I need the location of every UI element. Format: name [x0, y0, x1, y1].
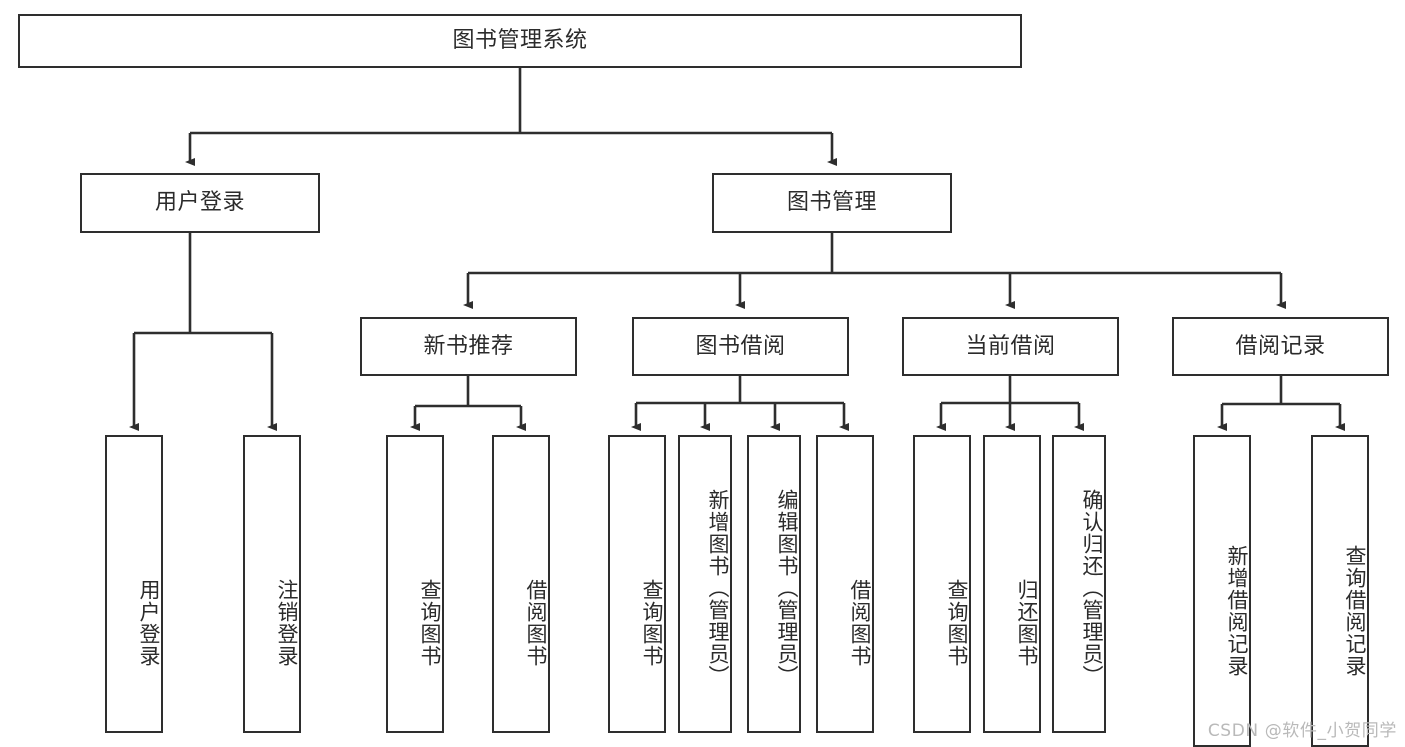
node-label: 图书借阅 [695, 333, 786, 359]
node-leaf-user-logout[interactable]: 注销登录 [243, 435, 301, 733]
node-leaf-confirm-return-admin[interactable]: 确认归还（管理员） [1052, 435, 1106, 733]
node-label: 借阅图书 [524, 579, 548, 667]
node-label: 注销登录 [275, 579, 299, 667]
node-label: 编辑图书（管理员） [775, 489, 799, 687]
node-root-book-management-system[interactable]: 图书管理系统 [18, 14, 1022, 68]
node-label: 用户登录 [154, 190, 245, 216]
node-label: 新增借阅记录 [1225, 545, 1249, 677]
node-leaf-user-login[interactable]: 用户登录 [105, 435, 163, 733]
node-leaf-return-book[interactable]: 归还图书 [983, 435, 1041, 733]
node-label: 借阅图书 [848, 579, 872, 667]
csdn-watermark: CSDN @软件_小贺同学 [1207, 721, 1397, 741]
node-leaf-query-book-borrow[interactable]: 查询图书 [608, 435, 666, 733]
node-leaf-borrow-book[interactable]: 借阅图书 [816, 435, 874, 733]
node-label: 新书推荐 [423, 333, 514, 359]
node-book-borrow[interactable]: 图书借阅 [632, 317, 849, 376]
node-leaf-add-borrow-record[interactable]: 新增借阅记录 [1193, 435, 1251, 747]
node-label: 图书管理 [786, 190, 877, 216]
node-book-management[interactable]: 图书管理 [712, 173, 952, 233]
node-label: 归还图书 [1015, 579, 1039, 667]
node-user-login[interactable]: 用户登录 [80, 173, 320, 233]
node-leaf-borrow-book-newbook[interactable]: 借阅图书 [492, 435, 550, 733]
node-leaf-query-book-current[interactable]: 查询图书 [913, 435, 971, 733]
node-label: 查询图书 [640, 579, 664, 667]
node-label: 用户登录 [137, 579, 161, 667]
node-leaf-add-book-admin[interactable]: 新增图书（管理员） [678, 435, 732, 733]
node-leaf-query-borrow-record[interactable]: 查询借阅记录 [1311, 435, 1369, 747]
node-leaf-edit-book-admin[interactable]: 编辑图书（管理员） [747, 435, 801, 733]
node-leaf-query-book-newbook[interactable]: 查询图书 [386, 435, 444, 733]
node-label: 图书管理系统 [452, 28, 588, 54]
node-new-book-recommend[interactable]: 新书推荐 [360, 317, 577, 376]
node-label: 借阅记录 [1235, 333, 1326, 359]
node-label: 查询图书 [945, 579, 969, 667]
node-label: 当前借阅 [965, 333, 1056, 359]
node-label: 确认归还（管理员） [1080, 489, 1104, 687]
node-label: 查询图书 [418, 579, 442, 667]
node-current-borrow[interactable]: 当前借阅 [902, 317, 1119, 376]
node-label: 查询借阅记录 [1343, 545, 1367, 677]
node-borrow-records[interactable]: 借阅记录 [1172, 317, 1389, 376]
node-label: 新增图书（管理员） [706, 489, 730, 687]
